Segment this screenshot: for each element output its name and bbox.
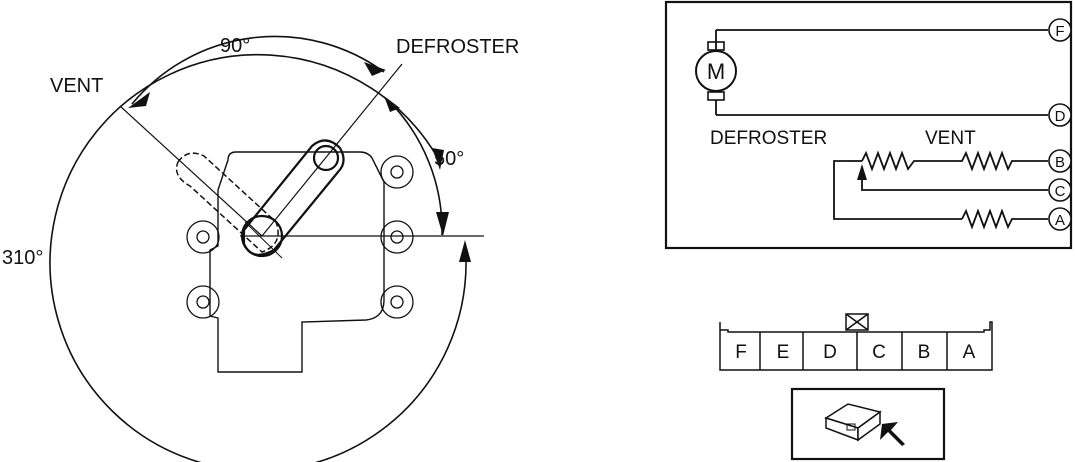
- rotation-range-arc: [49, 53, 467, 462]
- pin-f: F: [735, 342, 747, 363]
- lever-defroster-position: [240, 139, 345, 258]
- motor-brush-bottom: [707, 91, 725, 101]
- terminal-c: [1048, 178, 1072, 202]
- terminal-label-a: A: [1055, 212, 1065, 229]
- terminal-label-f: F: [1055, 23, 1064, 40]
- angle-50-arrow-end: [436, 212, 449, 236]
- vent-position-label: VENT: [50, 75, 103, 97]
- lever-vent-position: [175, 152, 279, 253]
- actuator-housing: [209, 151, 385, 373]
- angle-90-arrow-right: [364, 62, 386, 76]
- connector-latch-icon: [845, 313, 869, 331]
- terminal-f: [1048, 18, 1072, 42]
- connector-outline: [719, 321, 993, 371]
- terminal-b: [1048, 149, 1072, 173]
- mounting-ears: [186, 155, 414, 319]
- angle-90-label: 90°: [220, 35, 250, 57]
- center-cross-line: [244, 221, 283, 259]
- pin-d: D: [823, 342, 837, 363]
- pot-loop-a: [833, 160, 962, 220]
- defroster-direction-line: [261, 63, 403, 237]
- schematic-frame: [664, 0, 1073, 250]
- vent-direction-line: [119, 105, 263, 237]
- schematic-vent-label: VENT: [925, 128, 976, 149]
- wiring-schematic: [664, 0, 1073, 250]
- terminal-d: [1048, 103, 1072, 127]
- defroster-position-label: DEFROSTER: [396, 36, 519, 58]
- motor-letter: M: [707, 59, 725, 84]
- terminal-label-b: B: [1055, 154, 1065, 171]
- terminal-a: [1048, 207, 1072, 231]
- terminal-label-d: D: [1055, 108, 1066, 125]
- terminal-label-c: C: [1055, 183, 1066, 200]
- range-arrow-lower: [459, 240, 471, 262]
- connector-view-arrow-icon: [790, 387, 946, 461]
- pin-e: E: [777, 342, 790, 363]
- motor-symbol: [695, 50, 737, 92]
- angle-50-label: 50°: [434, 148, 464, 170]
- connector-face: [719, 313, 993, 371]
- pot-wiper-c: [861, 168, 1048, 191]
- actuator-diagram: [49, 35, 484, 462]
- pin-c: C: [872, 342, 886, 363]
- resistor-a: [961, 208, 1048, 230]
- angle-90-arc: [131, 35, 385, 105]
- pin-a: A: [963, 342, 976, 363]
- pin-b: B: [918, 342, 931, 363]
- schematic-defroster-label: DEFROSTER: [710, 128, 827, 149]
- angle-90-arrow-left: [128, 92, 150, 108]
- pot-resistor-b: [861, 150, 1048, 172]
- pot-wiper-arrow: [857, 164, 867, 180]
- angle-50-arrow: [384, 96, 400, 112]
- range-arrow-upper: [432, 148, 444, 170]
- angle-310-label: 310°: [2, 247, 43, 269]
